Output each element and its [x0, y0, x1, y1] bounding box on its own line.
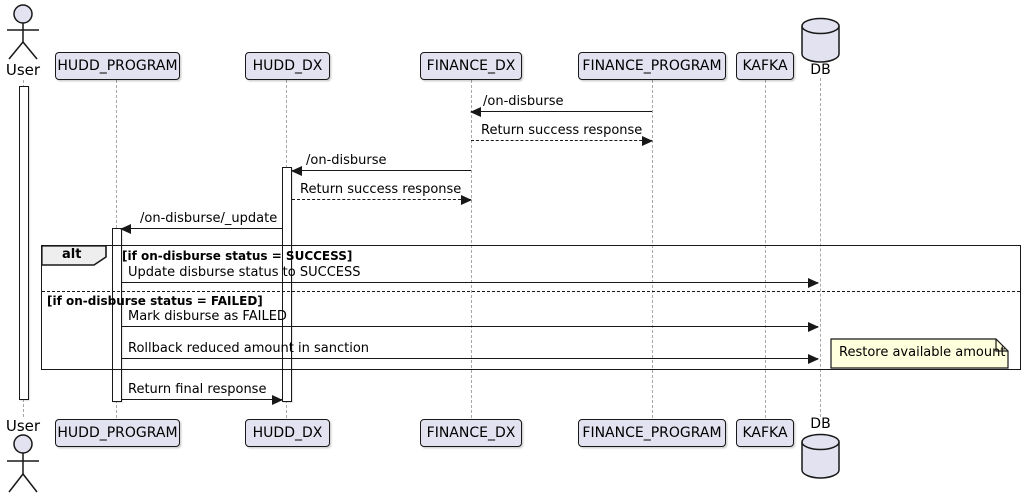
message-line	[292, 170, 471, 171]
participant-label: KAFKA	[742, 425, 788, 441]
message-label: Rollback reduced amount in sanction	[128, 341, 370, 356]
guard-condition-failed: [if on-disburse status = FAILED]	[47, 294, 263, 308]
message-return-success-hudd: Return success response	[292, 179, 472, 205]
participant-hudd-dx-bottom: HUDD_DX	[245, 419, 330, 447]
participant-hudd-dx-top: HUDD_DX	[245, 52, 330, 80]
message-label: Return success response	[300, 182, 462, 197]
database-icon-bottom	[800, 433, 841, 479]
message-return-success-finance: Return success response	[471, 120, 653, 146]
participant-label: KAFKA	[742, 58, 788, 74]
arrowhead-right-icon	[461, 195, 472, 205]
participant-kafka-bottom: KAFKA	[736, 419, 794, 447]
participant-label: HUDD_PROGRAM	[57, 58, 178, 74]
lifeline-finance-dx	[471, 80, 472, 418]
participant-kafka-top: KAFKA	[736, 52, 794, 80]
participant-hudd-program-top: HUDD_PROGRAM	[55, 52, 180, 80]
activation-bar-hudd-program	[112, 228, 122, 402]
note-shape	[830, 338, 1009, 369]
message-label: /on-disburse	[306, 153, 387, 168]
message-line	[121, 282, 818, 283]
user-actor-label-top: User	[5, 61, 41, 79]
alt-keyword: alt	[62, 247, 82, 262]
message-line	[471, 140, 652, 141]
participant-finance-dx-top: FINANCE_DX	[420, 52, 522, 80]
message-mark-disburse-failed: Mark disburse as FAILED	[121, 306, 819, 332]
participant-label: HUDD_DX	[252, 58, 323, 74]
guard-condition-success: [if on-disburse status = SUCCESS]	[122, 249, 353, 263]
database-label-bottom: DB	[810, 416, 831, 432]
arrowhead-left-icon	[120, 224, 131, 234]
message-rollback-amount: Rollback reduced amount in sanction	[121, 338, 819, 364]
participant-finance-dx-bottom: FINANCE_DX	[420, 419, 522, 447]
message-label: Mark disburse as FAILED	[128, 309, 287, 324]
message-line	[292, 199, 471, 200]
activation-bar-user	[19, 86, 29, 400]
message-label: Update disburse status to SUCCESS	[128, 265, 361, 280]
lifeline-db	[820, 78, 821, 417]
message-on-disburse-update: /on-disburse/_update	[120, 208, 282, 234]
message-label: Return final response	[128, 382, 267, 397]
alt-divider	[42, 291, 1020, 292]
participant-label: FINANCE_PROGRAM	[582, 58, 722, 74]
arrowhead-right-icon	[272, 395, 283, 405]
database-icon-top	[800, 17, 841, 63]
arrowhead-left-icon	[291, 166, 302, 176]
user-actor-icon	[3, 4, 43, 61]
message-label: /on-disburse	[483, 94, 564, 109]
message-label: /on-disburse/_update	[140, 211, 278, 226]
message-on-disburse-hudd: /on-disburse	[291, 150, 471, 176]
arrowhead-right-icon	[642, 136, 653, 146]
participant-hudd-program-bottom: HUDD_PROGRAM	[55, 419, 180, 447]
message-line	[471, 111, 652, 112]
note-text: Restore available amount	[839, 345, 1006, 360]
message-label: Return success response	[481, 123, 643, 138]
participant-label: FINANCE_DX	[426, 58, 516, 74]
alt-frame: alt [if on-disburse status = SUCCESS] [i…	[41, 245, 1021, 370]
arrowhead-right-icon	[808, 322, 819, 332]
participant-label: HUDD_DX	[252, 425, 323, 441]
message-line	[121, 326, 818, 327]
message-on-disburse-finance: /on-disburse	[470, 91, 652, 117]
participant-label: FINANCE_PROGRAM	[582, 425, 722, 441]
arrowhead-right-icon	[808, 354, 819, 364]
user-actor-icon-bottom	[3, 434, 43, 494]
lifeline-kafka	[765, 80, 766, 418]
alt-frame-label-shape	[41, 245, 107, 266]
participant-label: HUDD_PROGRAM	[57, 425, 178, 441]
participant-finance-program-top: FINANCE_PROGRAM	[578, 52, 726, 80]
message-line	[121, 358, 818, 359]
arrowhead-left-icon	[470, 107, 481, 117]
user-actor-label-bottom: User	[5, 417, 41, 435]
activation-bar-hudd-dx	[282, 167, 292, 402]
lifeline-finance-program	[652, 80, 653, 418]
database-label-top: DB	[810, 62, 831, 78]
participant-label: FINANCE_DX	[426, 425, 516, 441]
message-update-status-success: Update disburse status to SUCCESS	[121, 262, 819, 288]
message-return-final-response: Return final response	[121, 379, 283, 405]
participant-finance-program-bottom: FINANCE_PROGRAM	[578, 419, 726, 447]
message-line	[121, 399, 282, 400]
message-line	[121, 228, 282, 229]
arrowhead-right-icon	[808, 278, 819, 288]
